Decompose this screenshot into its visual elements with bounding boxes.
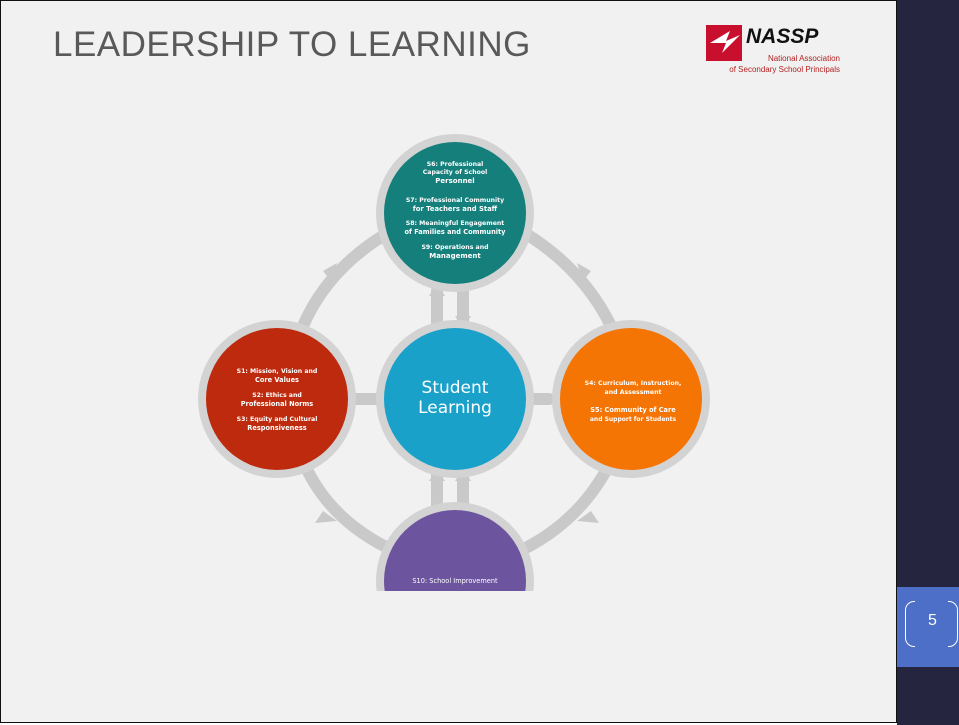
arrowhead [577, 511, 599, 523]
logo-line-2: of Secondary School Principals [729, 65, 840, 74]
left-line: Responsiveness [247, 424, 306, 432]
bottom-line: S10: School Improvement [412, 577, 498, 585]
left-line: S2: Ethics and [252, 392, 302, 399]
logo-name: NASSP [746, 25, 819, 48]
logo-line-1: National Association [767, 54, 840, 63]
top-line: Capacity of School [423, 169, 488, 176]
center-label-1: Student [422, 378, 489, 398]
right-line: and Assessment [605, 389, 662, 396]
arrowhead [577, 263, 591, 281]
top-line: of Families and Community [405, 228, 507, 236]
right-line: S5: Community of Care [590, 406, 676, 414]
arc-bottom-right [503, 455, 617, 562]
top-line: S6: Professional [427, 161, 484, 168]
left-line: Core Values [255, 376, 299, 384]
top-line: for Teachers and Staff [413, 205, 498, 213]
right-line: and Support for Students [590, 416, 677, 423]
page-number: 5 [928, 612, 937, 629]
page-bracket-right [948, 601, 958, 647]
page-bracket-left [905, 601, 915, 647]
slide: LEADERSHIP TO LEARNING NASSP National As… [0, 0, 897, 723]
left-circle [206, 328, 348, 470]
center-label-2: Learning [418, 398, 492, 418]
left-line: Professional Norms [241, 400, 313, 408]
top-line: Personnel [435, 177, 474, 185]
top-line: S7: Professional Community [406, 197, 504, 204]
center-circle [384, 328, 526, 470]
right-line: S4: Curriculum, Instruction, [585, 380, 682, 387]
arrowhead [315, 511, 337, 523]
left-line: S1: Mission, Vision and [237, 368, 318, 375]
page-number-badge [897, 587, 959, 667]
bottom-circle [384, 510, 526, 591]
top-line: S9: Operations and [421, 244, 488, 251]
arrowhead [323, 263, 337, 281]
right-circle [560, 328, 702, 470]
left-line: S3: Equity and Cultural [237, 416, 318, 423]
nassp-logo: NASSP National Association of Secondary … [706, 23, 841, 79]
slide-title: LEADERSHIP TO LEARNING [53, 25, 531, 64]
nassp-logo-mark [706, 25, 742, 61]
top-line: Management [429, 252, 481, 260]
top-circle [384, 142, 526, 284]
leadership-diagram: Student Learning S6: Professional Capaci… [198, 134, 710, 591]
top-line: S8: Meaningful Engagement [406, 220, 505, 227]
